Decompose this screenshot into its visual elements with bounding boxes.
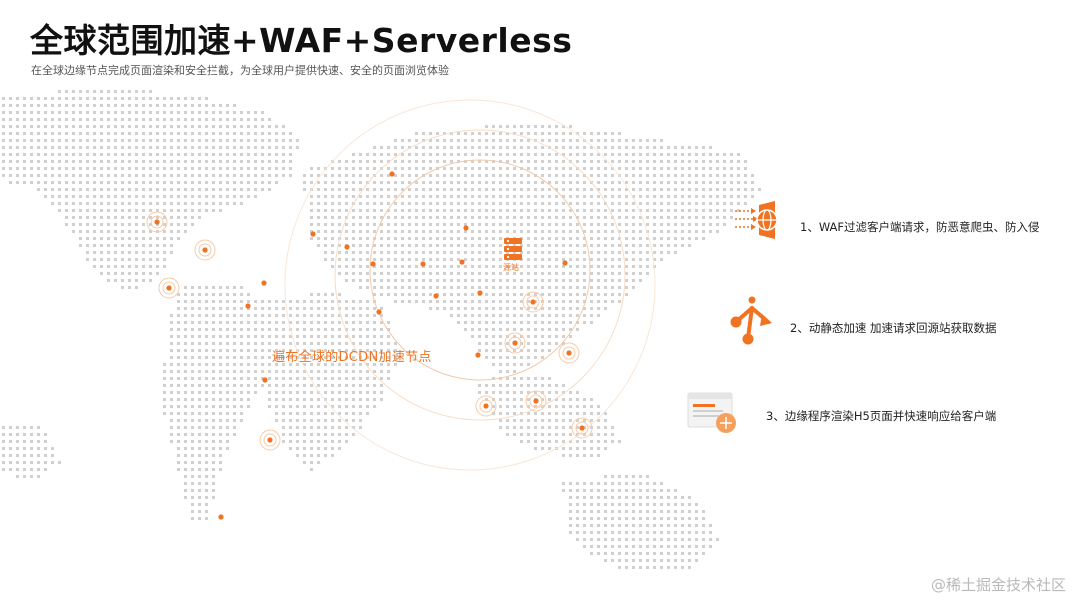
dcdn-node [166, 285, 172, 291]
share-arrow-icon [730, 296, 772, 345]
node-halo [562, 346, 576, 360]
waf-shield-icon [735, 201, 778, 239]
step-render-text: 3、边缘程序渲染H5页面并快速响应给客户端 [766, 409, 997, 423]
node-halo [504, 332, 526, 354]
dcdn-node [389, 171, 395, 177]
dcdn-node [475, 352, 481, 358]
dcdn-node [533, 398, 539, 404]
dcdn-node [202, 247, 208, 253]
node-halo [162, 281, 176, 295]
dcdn-node [245, 303, 251, 309]
node-halo [525, 390, 547, 412]
dcdn-node [463, 225, 469, 231]
node-halo [575, 421, 589, 435]
dcdn-node [433, 293, 439, 299]
node-halo [529, 394, 543, 408]
dcdn-node [566, 350, 572, 356]
dcdn-nodes [146, 171, 593, 520]
node-halo [571, 417, 593, 439]
node-halo [194, 239, 216, 261]
node-halo [259, 429, 281, 451]
render-page-icon [687, 392, 736, 433]
step-waf-text: 1、WAF过滤客户端请求，防恶意爬虫、防入侵 [800, 220, 1040, 234]
page-subtitle: 在全球边缘节点完成页面渲染和安全拦截，为全球用户提供快速、安全的页面浏览体验 [31, 64, 449, 77]
node-halo [146, 211, 168, 233]
dcdn-node [420, 261, 426, 267]
node-halo [158, 277, 180, 299]
page-title: 全球范围加速+WAF+Serverless [30, 21, 573, 60]
origin-server-icon [504, 238, 522, 260]
dcdn-node [262, 377, 268, 383]
map-nodes-label: 遍布全球的DCDN加速节点 [272, 350, 432, 365]
node-halo [479, 399, 493, 413]
origin-server-label: 源站 [503, 263, 519, 272]
dcdn-node [512, 340, 518, 346]
node-halo [508, 336, 522, 350]
node-halo [198, 243, 212, 257]
dcdn-node [483, 403, 489, 409]
dcdn-node [154, 219, 160, 225]
dcdn-node [477, 290, 483, 296]
dcdn-node [562, 260, 568, 266]
node-halo [263, 433, 277, 447]
coverage-rings [284, 99, 656, 471]
step-accel-text: 2、动静态加速 加速请求回源站获取数据 [790, 321, 997, 335]
dcdn-node [310, 231, 316, 237]
node-halo [526, 295, 540, 309]
dcdn-node [218, 514, 224, 520]
node-halo [475, 395, 497, 417]
dcdn-node [376, 309, 382, 315]
dcdn-node [459, 259, 465, 265]
dcdn-node [370, 261, 376, 267]
dcdn-node [530, 299, 536, 305]
dcdn-node [267, 437, 273, 443]
dcdn-node [261, 280, 267, 286]
node-halo [150, 215, 164, 229]
node-halo [522, 291, 544, 313]
node-halo [558, 342, 580, 364]
dcdn-node [579, 425, 585, 431]
dcdn-node [344, 244, 350, 250]
map-dot-grid [2, 90, 761, 569]
watermark: @稀土掘金技术社区 [930, 576, 1066, 594]
